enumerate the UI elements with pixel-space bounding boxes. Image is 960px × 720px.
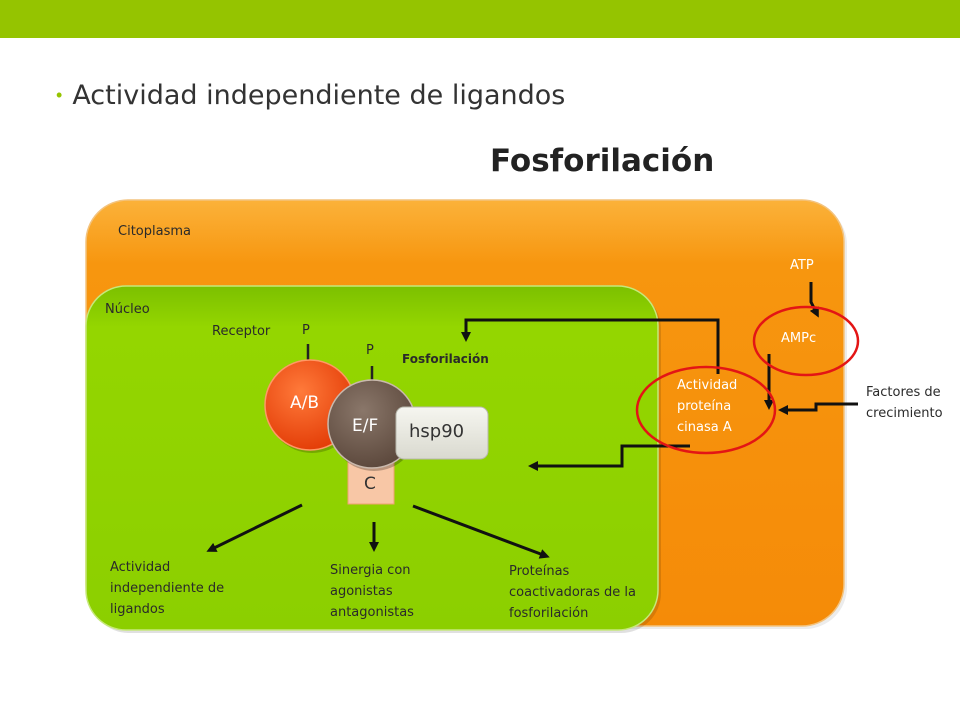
output-3-line-1: Proteínas bbox=[509, 564, 570, 579]
output-2-label: Sinergia con agonistas antagonistas bbox=[330, 561, 414, 623]
pka-label: Actividad proteína cinasa A bbox=[677, 376, 737, 438]
growth-line-1: Factores de bbox=[866, 385, 941, 400]
growth-factors-label: Factores de crecimiento bbox=[866, 383, 943, 425]
output-2-line-1: Sinergia con bbox=[330, 563, 411, 578]
pka-line-3: cinasa A bbox=[677, 419, 732, 435]
slide-title: Fosforilación bbox=[490, 143, 715, 179]
receptor-label: Receptor bbox=[212, 324, 271, 339]
p-label-2: P bbox=[366, 343, 374, 358]
output-2-line-2: agonistas bbox=[330, 583, 393, 599]
pka-line-2: proteína bbox=[677, 398, 732, 414]
arrow-pka-to-receptor bbox=[528, 444, 690, 471]
bullet-dot-icon: • bbox=[56, 85, 63, 105]
bullet-item: • Actividad independiente de ligandos bbox=[56, 80, 565, 111]
arrow-growth-factors bbox=[778, 402, 858, 415]
output-3-line-3: fosforilación bbox=[509, 605, 589, 621]
pka-line-1: Actividad bbox=[677, 378, 738, 393]
domain-ab-label: A/B bbox=[290, 393, 320, 413]
cytoplasm-label: Citoplasma bbox=[118, 224, 191, 239]
output-1-line-3: ligandos bbox=[110, 601, 165, 617]
output-2-line-3: antagonistas bbox=[330, 604, 414, 620]
arrow-pka-to-phosphorylation bbox=[461, 318, 720, 374]
output-3-line-2: coactivadoras de la bbox=[509, 584, 636, 600]
output-1-label: Actividad independiente de ligandos bbox=[110, 558, 224, 620]
output-1-line-2: independiente de bbox=[110, 580, 225, 596]
top-accent-bar bbox=[0, 0, 960, 38]
pka-highlight-ring bbox=[635, 365, 777, 455]
hsp90-label: hsp90 bbox=[409, 421, 465, 442]
arrow-out-1 bbox=[206, 503, 303, 552]
domain-ef-label: E/F bbox=[352, 416, 379, 436]
p-label-1: P bbox=[302, 323, 310, 338]
domain-c-label: C bbox=[364, 474, 376, 494]
bullet-text: Actividad independiente de ligandos bbox=[72, 80, 566, 111]
output-3-label: Proteínas coactivadoras de la fosforilac… bbox=[509, 562, 636, 624]
output-1-line-1: Actividad bbox=[110, 560, 171, 575]
phosphorylation-label: Fosforilación bbox=[402, 352, 489, 366]
arrow-atp-to-ampc bbox=[809, 282, 819, 318]
arrow-out-3 bbox=[412, 504, 550, 559]
growth-line-2: crecimiento bbox=[866, 405, 943, 421]
atp-label: ATP bbox=[790, 258, 814, 273]
nucleus-label: Núcleo bbox=[105, 302, 150, 317]
ampc-highlight-ring bbox=[752, 305, 860, 377]
hsp90-shape bbox=[395, 406, 489, 460]
ampc-label: AMPc bbox=[781, 331, 817, 346]
